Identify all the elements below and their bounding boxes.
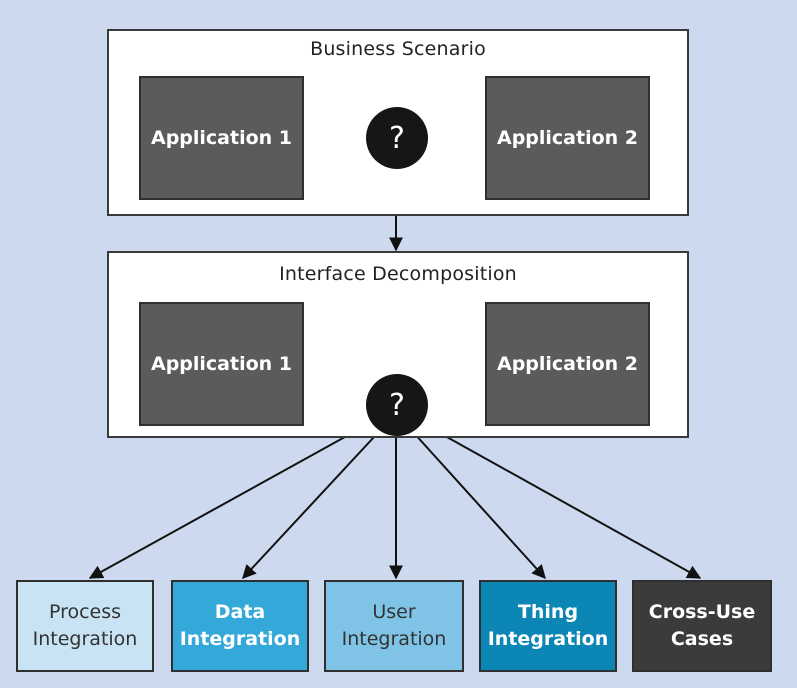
category-line1: Cross-Use bbox=[648, 601, 756, 623]
category-line1: Data bbox=[214, 601, 266, 623]
interface-decomposition-title: Interface Decomposition bbox=[279, 263, 517, 285]
decomposition-application-2: Application 2 bbox=[485, 302, 650, 426]
decomposition-question-node: ? bbox=[366, 374, 428, 436]
category-line2: Integration bbox=[487, 628, 609, 650]
fan-arrow-cross-use bbox=[410, 416, 702, 579]
category-line2: Integration bbox=[179, 628, 301, 650]
category-line1: Thing bbox=[517, 601, 579, 623]
category-line2: Integration bbox=[32, 628, 138, 650]
business-scenario-title: Business Scenario bbox=[310, 38, 486, 60]
category-user-integration: User Integration bbox=[324, 580, 464, 672]
category-process-integration: Process Integration bbox=[16, 580, 154, 672]
fan-arrow-process bbox=[88, 416, 382, 579]
fan-arrow-data bbox=[242, 421, 389, 580]
category-line1: Process bbox=[48, 601, 122, 623]
category-line2: Integration bbox=[341, 628, 447, 650]
category-line1: User bbox=[372, 601, 416, 623]
business-application-2: Application 2 bbox=[485, 76, 650, 200]
category-data-integration: Data Integration bbox=[171, 580, 309, 672]
business-application-1: Application 1 bbox=[139, 76, 304, 200]
category-thing-integration: Thing Integration bbox=[479, 580, 617, 672]
decomposition-application-1: Application 1 bbox=[139, 302, 304, 426]
business-question-node: ? bbox=[366, 107, 428, 169]
fan-arrow-thing bbox=[403, 421, 546, 580]
category-line2: Cases bbox=[670, 628, 734, 650]
category-cross-use-cases: Cross-Use Cases bbox=[632, 580, 772, 672]
